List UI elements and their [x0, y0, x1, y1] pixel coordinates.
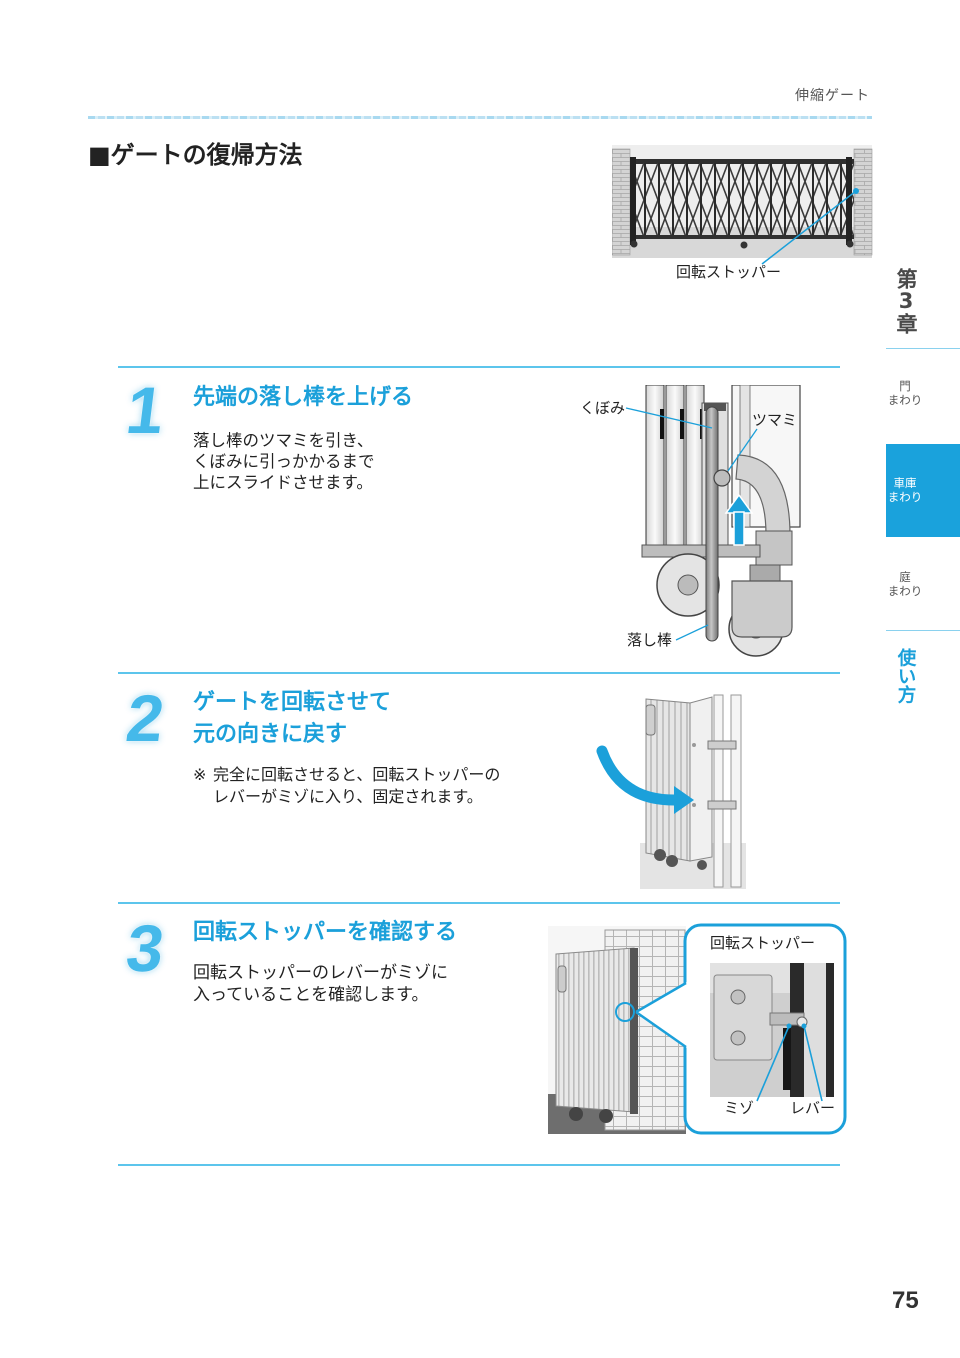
overview-stopper-label: 回転ストッパー — [676, 263, 782, 281]
recess-label: くぼみ — [580, 399, 626, 417]
step-body-line: 回転ストッパーのレバーがミゾに — [193, 963, 448, 983]
step-number: 1 — [122, 373, 169, 447]
knob-label: ツマミ — [752, 411, 798, 429]
caster-swivel — [749, 564, 781, 582]
sidebar-item-garage-area: 車庫 まわり — [886, 444, 960, 537]
step-body: 落し棒のツマミを引き、 くぼみに引っかかるまで 上にスライドさせます。 — [193, 430, 375, 493]
gate-wheels — [569, 1107, 613, 1123]
page-title: ■ゲートの復帰方法 — [88, 141, 303, 169]
sidebar-item-sub: まわり — [887, 584, 923, 598]
accordion-gate — [630, 157, 854, 245]
running-header: 伸縮ゲート — [795, 88, 870, 104]
step-body: 回転ストッパーのレバーがミゾに 入っていることを確認します。 — [193, 962, 448, 1006]
sidebar-item-sub: まわり — [887, 490, 923, 504]
right-brick-pillar — [853, 148, 873, 256]
stopper-callout — [635, 923, 847, 1135]
note-marker: ※ — [193, 765, 207, 784]
step-note-line: 完全に回転させると、回転ストッパーの — [213, 765, 501, 784]
sidebar-item-name: 門 — [899, 379, 911, 393]
step-body-line: くぼみに引っかかるまで — [193, 452, 375, 471]
hinge-block — [755, 530, 793, 566]
stopper-plate — [713, 974, 773, 1061]
folded-gate-side — [689, 696, 713, 862]
hinge-brackets — [707, 740, 737, 810]
step-heading-line: 先端の落し棒を上げる — [193, 385, 414, 410]
callout-pointer — [636, 982, 687, 1048]
leader-endpoints — [786, 1023, 807, 1029]
post-left — [713, 694, 724, 888]
stopper-closeup-photo — [710, 963, 834, 1097]
groove-slot — [783, 1028, 791, 1090]
left-brick-pillar — [612, 148, 631, 256]
bottom-rail — [641, 544, 761, 558]
step-heading: 回転ストッパーを確認する — [193, 920, 457, 946]
step-heading-line: ゲートを回転させて — [193, 690, 392, 715]
section-rule — [118, 366, 840, 368]
sidebar-usage-label: 使い方 — [895, 648, 916, 704]
step-number: 3 — [122, 911, 169, 985]
header-divider — [88, 116, 872, 119]
step-body-line: 上にスライドさせます。 — [193, 473, 373, 492]
sidebar-divider — [886, 630, 960, 631]
step-heading-line: 回転ストッパーを確認する — [193, 920, 458, 945]
gate-end-frame — [630, 948, 638, 1114]
gate-and-pillar-photo — [548, 926, 686, 1134]
step-note: 完全に回転させると、回転ストッパーの レバーがミゾに入り、固定されます。 — [213, 764, 500, 808]
sidebar-item-name: 庭 — [899, 570, 911, 584]
drop-rod-illustration — [625, 385, 801, 657]
step-heading-line: 元の向きに戻す — [193, 722, 348, 747]
rod-knob — [713, 469, 731, 487]
step-heading: 先端の落し棒を上げる — [193, 385, 413, 411]
stopper-leader-line — [761, 188, 859, 265]
plate-bolts — [730, 989, 746, 1046]
sidebar-item-gate-area: 門 まわり — [886, 362, 960, 422]
section-rule — [118, 902, 840, 904]
sidebar-item-name: 車庫 — [893, 476, 917, 490]
groove-label: ミゾ — [724, 1099, 755, 1117]
gate-overview-illustration — [612, 145, 873, 265]
figure-leader-lines — [625, 407, 758, 641]
sidebar-divider — [886, 348, 960, 349]
lever-label: レバー — [790, 1099, 836, 1117]
bolts — [692, 743, 696, 807]
sidebar-item-sub: まわり — [887, 393, 923, 407]
gate-wheels — [630, 240, 854, 249]
rotation-arrow — [596, 745, 694, 814]
gate-handle — [645, 704, 656, 736]
slide-up-arrow — [724, 493, 754, 546]
step-number: 2 — [122, 681, 169, 755]
step-body-line: 入っていることを確認します。 — [193, 985, 429, 1005]
drop-rod-label: 落し棒 — [627, 631, 673, 649]
step-body-line: 落し棒のツマミを引き、 — [193, 431, 374, 450]
chapter-label: 第3章 — [894, 268, 918, 334]
post-right — [730, 694, 742, 888]
caster-bracket — [731, 580, 793, 638]
drop-rod — [705, 406, 719, 642]
stopper-highlight-circle — [615, 1002, 635, 1022]
callout-title: 回転ストッパー — [710, 934, 816, 952]
rear-wheel — [656, 553, 720, 617]
step-note-line: レバーがミゾに入り、固定されます。 — [213, 787, 483, 806]
gate-rotation-illustration — [596, 694, 746, 889]
step-heading: ゲートを回転させて 元の向きに戻す — [193, 687, 391, 751]
section-rule — [118, 1164, 840, 1166]
gate-handle — [557, 965, 567, 993]
sidebar-item-garden-area: 庭 まわり — [886, 550, 960, 610]
section-rule — [118, 672, 840, 674]
gate-wheels — [654, 849, 707, 870]
gate-slats — [645, 385, 705, 554]
page-number: 75 — [892, 1287, 919, 1314]
gate-panel — [555, 947, 635, 1113]
callout-leader-lines — [756, 1025, 823, 1102]
